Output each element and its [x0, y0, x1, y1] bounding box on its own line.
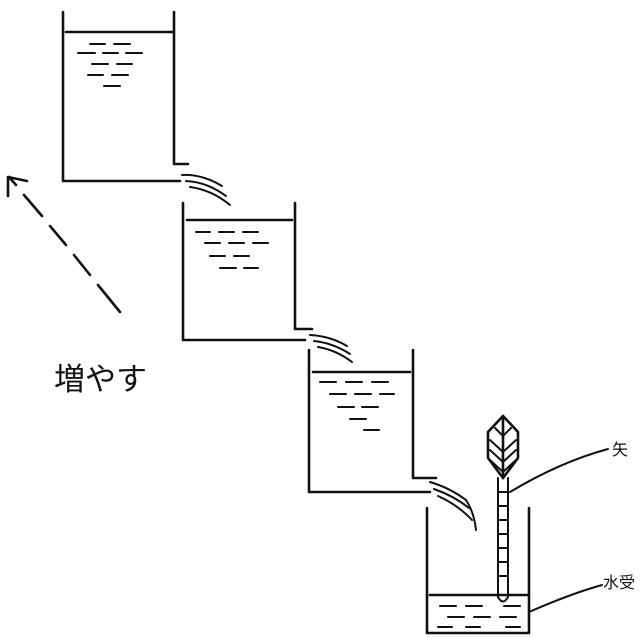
water-stream-1	[181, 173, 231, 206]
water-ripples-2	[195, 231, 269, 269]
arrow-label: 矢	[612, 440, 628, 459]
water-ripples-1	[77, 43, 143, 87]
water-ripples-receiver	[437, 605, 521, 628]
vessel-1	[61, 10, 231, 206]
receiver-leader-line	[528, 584, 603, 613]
increase-dashed-arrow	[6, 175, 122, 314]
water-ripples-3	[319, 381, 395, 431]
arrow-indicator	[486, 414, 520, 603]
water-receiver-label: 水受	[603, 573, 635, 592]
vessel-2	[181, 201, 353, 363]
arrow-fletching	[486, 414, 520, 480]
water-stream-3	[429, 481, 477, 531]
arrow-shaft	[497, 477, 509, 603]
arrow-leader-line	[509, 448, 609, 493]
arrowhead-icon	[6, 175, 29, 198]
water-stream-2	[309, 334, 353, 363]
leader-lines	[509, 448, 609, 613]
vessel-3	[307, 348, 477, 531]
receiving-vessel	[425, 506, 531, 635]
increase-label: 増やす	[54, 362, 147, 398]
